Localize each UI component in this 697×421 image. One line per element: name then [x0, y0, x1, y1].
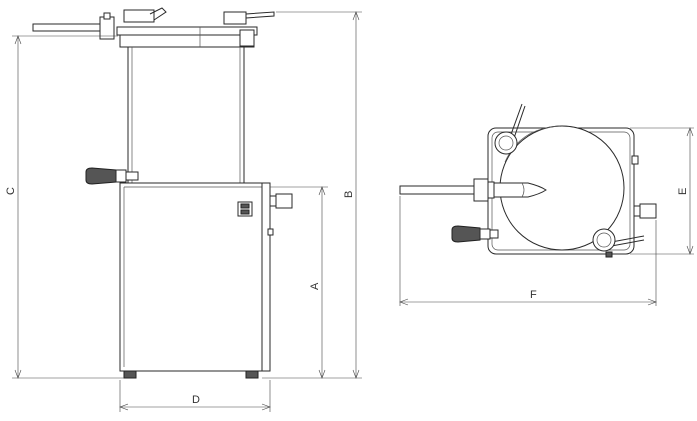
top-knob — [494, 103, 526, 155]
dimension-e-label: E — [677, 188, 689, 195]
dimension-f: F — [399, 196, 657, 306]
top-view-handle — [451, 225, 499, 243]
dimension-e: E — [630, 127, 694, 255]
dimension-b-label: B — [343, 191, 355, 198]
top-view: E F — [399, 103, 694, 306]
base-body — [119, 182, 293, 379]
dimension-d-label: D — [192, 394, 200, 406]
dimension-a-label: A — [309, 282, 321, 290]
side-handle-left — [85, 167, 139, 185]
dimension-a: A — [270, 186, 328, 379]
dimension-b: B — [262, 11, 362, 379]
dimension-c-label: C — [5, 187, 17, 195]
bottom-knob — [592, 228, 645, 258]
front-view: C B A D — [5, 7, 362, 412]
cylinder — [127, 47, 245, 183]
lid — [116, 26, 258, 48]
dimension-d: D — [119, 380, 271, 412]
nozzle — [399, 178, 547, 202]
dimension-c: C — [5, 35, 124, 379]
right-side-knob — [631, 155, 657, 219]
dimension-f-label: F — [530, 289, 537, 301]
top-lever — [32, 7, 275, 40]
